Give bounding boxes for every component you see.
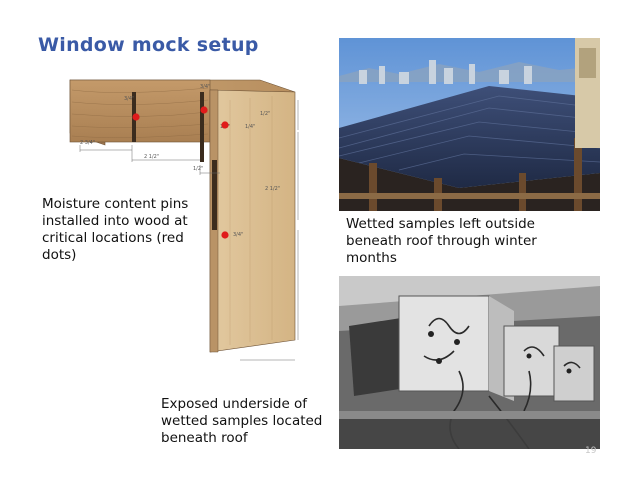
wood-frame-illustration: 3/4" 3/4" 1/4" 1/4" 1/2" 3/4" 2 1/2" 2 3… [69,79,299,361]
caption-moisture-pins: Moisture content pins installed into woo… [42,196,189,263]
window-mock-diagram: 3/4" 3/4" 1/4" 1/4" 1/2" 3/4" 2 1/2" 2 3… [60,70,310,370]
dim-label-5: 3/4" [233,232,243,238]
dim-label-8: 2 1/2" [144,154,159,160]
moisture-pin-dot [221,121,229,129]
dim-label-3: 1/4" [245,124,255,130]
caption-exposed-underside: Exposed underside of wetted samples loca… [161,396,323,446]
moisture-pin-dot [221,231,229,239]
dim-label-6: 2 1/2" [265,186,280,192]
dim-label-1: 3/4" [200,84,210,90]
page-number: 19 [585,446,597,456]
slide-title: Window mock setup [38,34,259,56]
moisture-pin-dot [200,106,208,114]
roof-photo-illustration [339,38,600,211]
photo-roof-samples [339,38,600,211]
moisture-pin-dot [132,113,140,121]
moisture-pin-markers [132,106,229,239]
photo-underside-samples [339,276,600,449]
caption-wetted-samples: Wetted samples left outside beneath roof… [346,216,537,266]
dim-label-9: 1/2" [193,166,203,172]
dim-label-7: 2 3/4" [80,140,95,146]
dim-label-0: 3/4" [124,96,134,102]
dim-label-4: 1/2" [260,111,270,117]
underside-photo-illustration [339,276,600,449]
